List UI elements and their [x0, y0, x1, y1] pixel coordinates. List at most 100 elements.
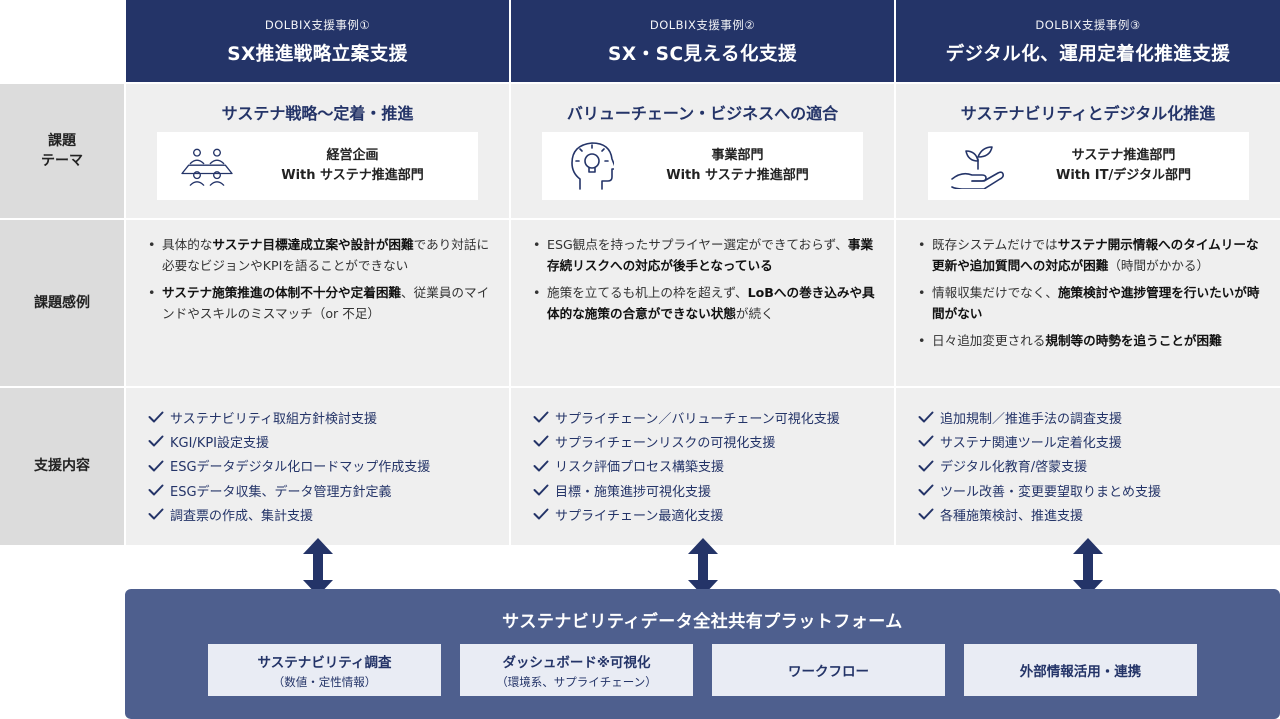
row-label-cases: 課題感例 [0, 220, 124, 386]
case-label: DOLBIX支援事例② [649, 17, 756, 32]
check-icon [533, 460, 549, 472]
support-list: サプライチェーン／バリューチェーン可視化支援サプライチェーンリスクの可視化支援リ… [533, 405, 884, 526]
column-title: デジタル化、運用定着化推進支援 [945, 43, 1231, 65]
platform-panel: サステナビリティデータ全社共有プラットフォーム サステナビリティ調査 （数値・定… [125, 589, 1280, 719]
case-text: ESG観点を持ったサプライヤー選定ができておらず、 [547, 237, 848, 252]
platform-box-dashboard: ダッシュボード※可視化 （環境系、サプライチェーン） [460, 644, 693, 696]
row-label-theme-line2: テーマ [41, 153, 83, 169]
case-label: DOLBIX支援事例① [264, 17, 371, 32]
case-list: ESG観点を持ったサプライヤー選定ができておらず、事業存続リスクへの対応が後手と… [533, 234, 876, 330]
cases-cell-1: 具体的なサステナ目標達成立案や設計が困難であり対話に必要なビジョンやKPIを語る… [126, 220, 509, 386]
dept-box: 事業部門 With サステナ推進部門 [542, 132, 863, 200]
support-item: サプライチェーンリスクの可視化支援 [533, 429, 884, 453]
case-list: 既存システムだけではサステナ開示情報へのタイムリーな更新や追加質問への対応が困難… [918, 234, 1262, 356]
check-icon [533, 508, 549, 520]
case-text-bold: 事業存続リスクへの対応が後手となっている [547, 237, 874, 274]
theme-title: サステナ戦略〜定着・推進 [221, 104, 414, 123]
support-item-label: デジタル化教育/啓蒙支援 [940, 460, 1088, 476]
support-item: サステナ関連ツール定着化支援 [918, 429, 1270, 453]
check-icon [918, 411, 934, 423]
case-text-bold: LoBへの巻き込みや具体的な施策の合意ができない状態 [547, 284, 875, 322]
theme-title: バリューチェーン・ビジネスへの適合 [566, 104, 839, 123]
case-text-bold: サステナ目標達成立案や設計が困難 [212, 237, 414, 252]
check-icon [148, 460, 164, 472]
support-cell-2: サプライチェーン／バリューチェーン可視化支援サプライチェーンリスクの可視化支援リ… [511, 388, 894, 545]
support-list: 追加規制／推進手法の調査支援サステナ関連ツール定着化支援デジタル化教育/啓蒙支援… [918, 405, 1270, 526]
case-item: ESG観点を持ったサプライヤー選定ができておらず、事業存続リスクへの対応が後手と… [533, 234, 876, 277]
platform-box-survey: サステナビリティ調査 （数値・定性情報） [208, 644, 441, 696]
support-cell-3: 追加規制／推進手法の調査支援サステナ関連ツール定着化支援デジタル化教育/啓蒙支援… [896, 388, 1280, 545]
dept-line2: With サステナ推進部門 [666, 168, 809, 183]
case-text: であり対話に必要なビジョンやKPIを語ることができない [162, 237, 490, 274]
case-item: 情報収集だけでなく、施策検討や進捗管理を行いたいが時間がない [918, 282, 1262, 325]
case-text-bold: 施策検討や進捗管理を行いたいが時間がない [932, 284, 1260, 322]
support-item-label: ESGデータデジタル化ロードマップ作成支援 [170, 460, 431, 476]
double-arrow-icon [688, 538, 718, 596]
support-item: リスク評価プロセス構築支援 [533, 454, 884, 478]
case-text-bold: サステナ施策推進の体制不十分や定着困難 [162, 284, 402, 300]
support-item-label: 調査票の作成、集計支援 [170, 508, 314, 524]
support-item-label: 目標・施策進捗可視化支援 [555, 484, 712, 500]
support-cell-1: サステナビリティ取組方針検討支援 KGI/KPI設定支援 ESGデータデジタル化ロー… [126, 388, 509, 545]
check-icon [148, 411, 164, 423]
case-text: （時間がかかる） [1108, 258, 1210, 274]
case-item: サステナ施策推進の体制不十分や定着困難、従業員のマインドやスキルのミスマッチ（o… [148, 282, 491, 325]
support-item-label: ツール改善・変更要望取りまとめ支援 [940, 484, 1162, 500]
hand-plant-icon [948, 141, 1008, 191]
head-lightbulb-icon [562, 141, 622, 191]
case-item: 日々追加変更される規制等の時勢を追うことが困難 [918, 330, 1262, 352]
dept-line1: サステナ推進部門 [1071, 147, 1176, 163]
case-text-bold: 規制等の時勢を追うことが困難 [1045, 332, 1222, 348]
theme-title: サステナビリティとデジタル化推進 [960, 104, 1216, 123]
check-icon [533, 484, 549, 496]
cases-cell-3: 既存システムだけではサステナ開示情報へのタイムリーな更新や追加質問への対応が困難… [896, 220, 1280, 386]
row-label-theme: 課題 テーマ [0, 84, 124, 218]
support-item: サプライチェーン／バリューチェーン可視化支援 [533, 405, 884, 429]
case-text: 情報収集だけでなく、 [932, 284, 1058, 300]
case-item: 施策を立てるも机上の枠を超えず、LoBへの巻き込みや具体的な施策の合意ができない… [533, 282, 876, 325]
case-list: 具体的なサステナ目標達成立案や設計が困難であり対話に必要なビジョンやKPIを語る… [148, 234, 491, 330]
check-icon [148, 508, 164, 520]
support-item: ツール改善・変更要望取りまとめ支援 [918, 478, 1270, 502]
case-text: 具体的な [162, 237, 213, 252]
support-item: デジタル化教育/啓蒙支援 [918, 454, 1270, 478]
check-icon [918, 484, 934, 496]
case-text: が続く [735, 306, 774, 322]
check-icon [918, 435, 934, 447]
dept-line1: 経営企画 [326, 147, 379, 163]
case-text: 施策を立てるも机上の枠を超えず、 [547, 284, 748, 300]
support-item-label: サステナ関連ツール定着化支援 [940, 435, 1122, 451]
column-title: SX・SC見える化支援 [608, 43, 797, 65]
support-item: 調査票の作成、集計支援 [148, 502, 499, 526]
case-text-bold: サステナ開示情報へのタイムリーな更新や追加質問への対応が困難 [932, 237, 1259, 274]
case-label: DOLBIX支援事例③ [1035, 17, 1141, 32]
theme-cell-3: サステナビリティとデジタル化推進 サステナ推進部門 With IT/デジタル部門 [896, 84, 1280, 218]
check-icon [148, 435, 164, 447]
platform-title: サステナビリティデータ全社共有プラットフォーム [502, 612, 903, 632]
support-item-label: リスク評価プロセス構築支援 [555, 460, 725, 476]
column-header-3: DOLBIX支援事例③ デジタル化、運用定着化推進支援 [896, 0, 1280, 82]
support-item-label: サステナビリティ取組方針検討支援 [170, 411, 377, 427]
support-list: サステナビリティ取組方針検討支援 KGI/KPI設定支援 ESGデータデジタル化ロー… [148, 405, 499, 526]
support-item: ESGデータデジタル化ロードマップ作成支援 [148, 454, 499, 478]
dept-line1: 事業部門 [711, 147, 764, 163]
dept-line2: With IT/デジタル部門 [1056, 168, 1191, 183]
theme-cell-2: バリューチェーン・ビジネスへの適合 事業部門 With サステナ推進部門 [511, 84, 894, 218]
support-item-label: ESGデータ収集、データ管理方針定義 [170, 484, 392, 500]
row-label-support: 支援内容 [0, 388, 124, 545]
dept-box: サステナ推進部門 With IT/デジタル部門 [928, 132, 1249, 200]
support-item-label: サプライチェーン／バリューチェーン可視化支援 [555, 411, 840, 427]
dept-box: 経営企画 With サステナ推進部門 [157, 132, 478, 200]
support-item: サステナビリティ取組方針検討支援 [148, 405, 499, 429]
support-item: KGI/KPI設定支援 [148, 429, 499, 453]
support-item-label: サプライチェーン最適化支援 [555, 508, 724, 524]
dept-line2: With サステナ推進部門 [281, 168, 424, 183]
platform-box-workflow: ワークフロー [712, 644, 945, 696]
support-item-label: 追加規制／推進手法の調査支援 [940, 411, 1123, 427]
double-arrow-icon [303, 538, 333, 596]
support-item: 目標・施策進捗可視化支援 [533, 478, 884, 502]
support-item-label: KGI/KPI設定支援 [170, 435, 270, 451]
theme-cell-1: サステナ戦略〜定着・推進 経営企画 With サステナ推進部門 [126, 84, 509, 218]
check-icon [533, 411, 549, 423]
column-title: SX推進戦略立案支援 [227, 43, 408, 65]
